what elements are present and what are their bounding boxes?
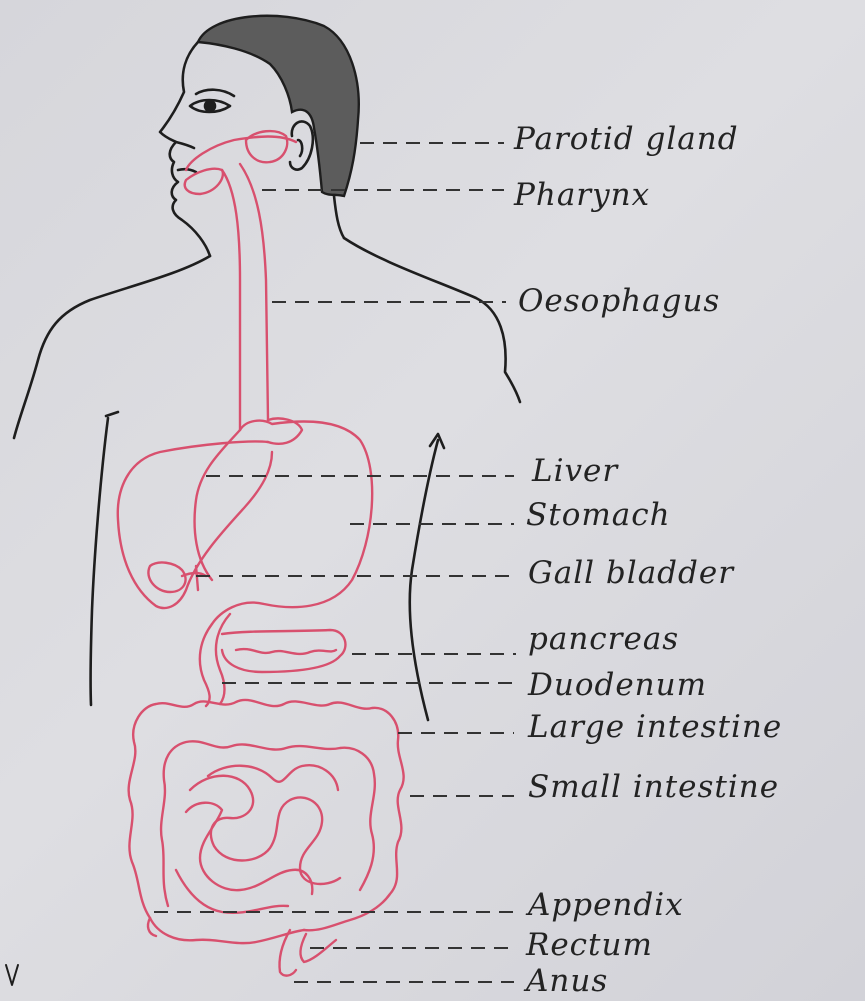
rectum-tube <box>279 930 296 976</box>
leader-lines <box>154 143 516 982</box>
label-gall-bladder: Gall bladder <box>528 558 734 589</box>
small-intestine-shape <box>190 776 340 884</box>
body-outline <box>6 42 520 985</box>
left-shoulder <box>14 256 210 438</box>
label-rectum: Rectum <box>526 930 653 961</box>
label-large-intestine: Large intestine <box>528 712 782 743</box>
left-torso <box>91 418 108 705</box>
label-duodenum: Duodenum <box>528 670 707 701</box>
oesophagus-tube <box>222 170 240 430</box>
digestive-tract <box>118 131 404 976</box>
label-stomach: Stomach <box>526 500 671 531</box>
gall-bladder-shape <box>148 563 185 592</box>
right-torso <box>410 440 438 720</box>
label-oesophagus: Oesophagus <box>518 286 720 317</box>
duodenum-tube <box>200 624 212 706</box>
label-appendix: Appendix <box>528 890 684 921</box>
stomach-shape <box>212 421 372 624</box>
right-shoulder <box>344 238 520 402</box>
label-anus: Anus <box>526 966 608 997</box>
label-parotid-gland: Parotid gland <box>514 124 739 155</box>
large-intestine-shape <box>129 700 404 930</box>
neck-back <box>334 196 344 238</box>
label-pharynx: Pharynx <box>514 180 650 211</box>
face-profile <box>160 42 210 256</box>
label-liver: Liver <box>532 456 618 487</box>
label-small-intestine: Small intestine <box>528 772 779 803</box>
label-pancreas: pancreas <box>528 624 679 655</box>
